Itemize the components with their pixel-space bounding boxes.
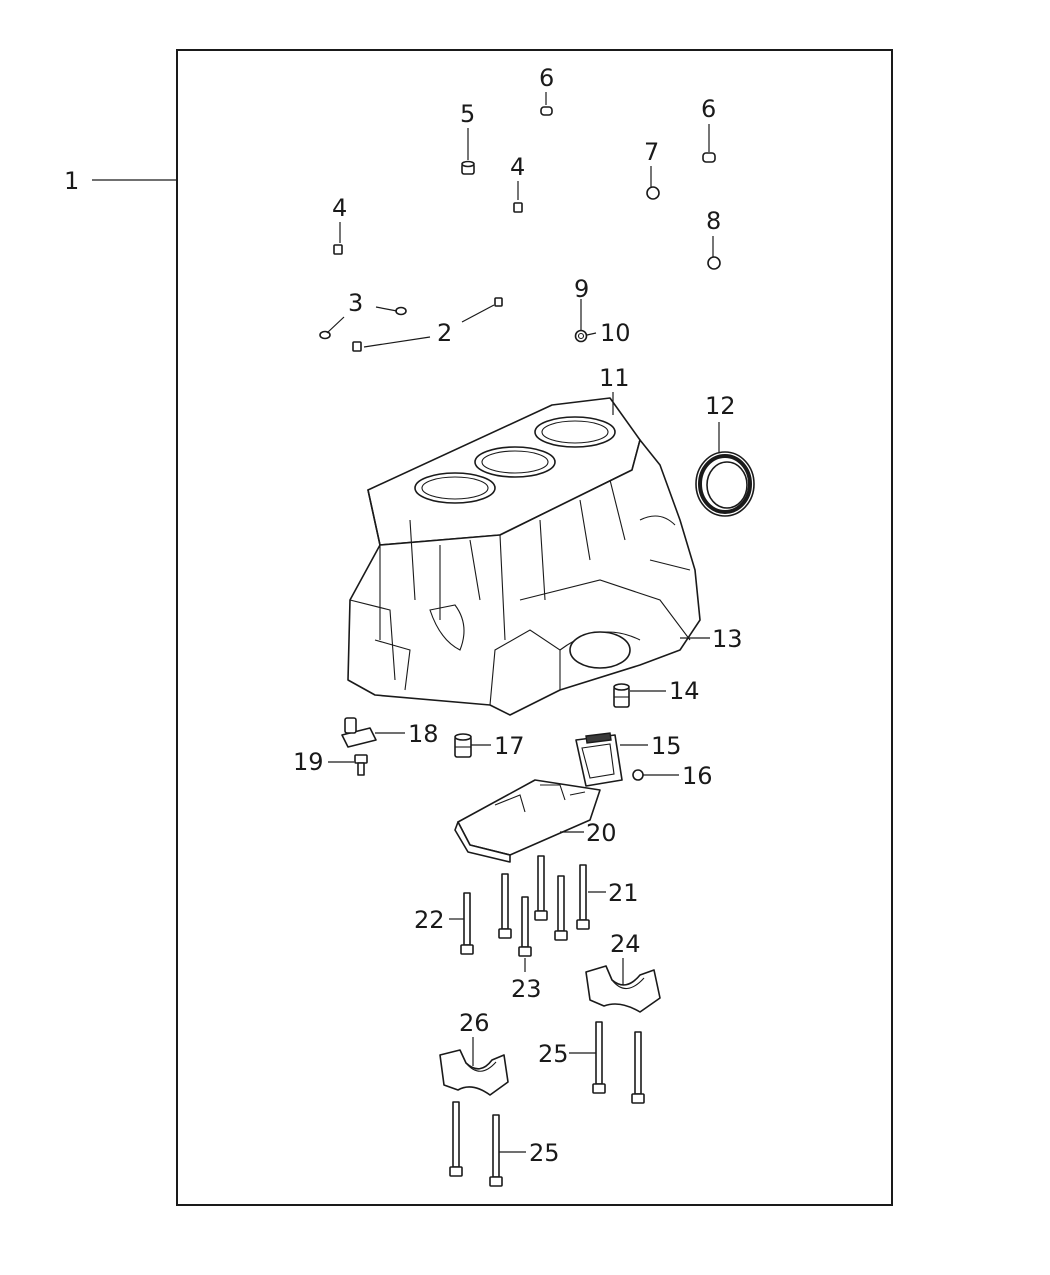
callout-3: 3 xyxy=(348,289,363,317)
callout-6b: 6 xyxy=(701,95,716,123)
bolt-23 xyxy=(518,896,532,957)
bolt-21d xyxy=(576,864,590,930)
bolt-25d xyxy=(489,1114,503,1187)
dowel-2a xyxy=(494,297,503,307)
callout-25a: 25 xyxy=(538,1040,569,1068)
callout-23: 23 xyxy=(511,975,542,1003)
callout-7: 7 xyxy=(644,138,659,166)
plug-7 xyxy=(646,186,660,200)
bolt-19 xyxy=(354,754,368,776)
cover-plate-15 xyxy=(575,732,623,787)
callout-26: 26 xyxy=(459,1009,490,1037)
rear-main-seal xyxy=(695,451,755,517)
callout-4b: 4 xyxy=(510,153,525,181)
callout-22: 22 xyxy=(414,906,445,934)
bolt-22 xyxy=(460,892,474,955)
bolt-25a xyxy=(592,1021,606,1094)
plug-5 xyxy=(461,160,475,175)
plug-9 xyxy=(574,329,588,343)
callout-5: 5 xyxy=(460,100,475,128)
dowel-3a xyxy=(395,306,407,316)
callout-15: 15 xyxy=(651,732,682,760)
nut-16 xyxy=(632,769,644,781)
plug-8 xyxy=(707,256,721,270)
bolt-25c xyxy=(449,1101,463,1177)
callout-10: 10 xyxy=(600,319,631,347)
plug-6-right xyxy=(702,152,716,163)
bolt-21c xyxy=(554,875,568,941)
dowel-2b xyxy=(352,341,362,352)
engine-block xyxy=(347,397,701,716)
dowel-3b xyxy=(319,330,331,340)
dowel-4-center xyxy=(513,202,523,213)
callout-6a: 6 xyxy=(539,64,554,92)
callout-11: 11 xyxy=(599,364,630,392)
leader-lines xyxy=(92,92,720,1153)
callout-20: 20 xyxy=(586,819,617,847)
callout-13: 13 xyxy=(712,625,743,653)
callout-18: 18 xyxy=(408,720,439,748)
callout-12: 12 xyxy=(705,392,736,420)
callout-19: 19 xyxy=(293,748,324,776)
callout-4a: 4 xyxy=(332,194,347,222)
callout-24: 24 xyxy=(610,930,641,958)
bearing-cap-26 xyxy=(439,1049,509,1096)
bolt-25b xyxy=(631,1031,645,1104)
bedplate-20 xyxy=(454,779,601,863)
callout-9: 9 xyxy=(574,275,589,303)
bolt-21b xyxy=(534,855,548,921)
bearing-cap-24 xyxy=(585,965,661,1013)
callout-14: 14 xyxy=(669,677,700,705)
callout-25b: 25 xyxy=(529,1139,560,1167)
callout-16: 16 xyxy=(682,762,713,790)
bracket-18 xyxy=(341,717,377,748)
assembly-frame xyxy=(176,49,893,1206)
callout-labels: 1 5 6 6 4 7 4 8 3 9 2 10 11 12 13 14 18 … xyxy=(64,64,743,1167)
dowel-4-left xyxy=(333,244,343,255)
callout-2: 2 xyxy=(437,319,452,347)
callout-8: 8 xyxy=(706,207,721,235)
callout-1: 1 xyxy=(64,167,79,195)
callout-17: 17 xyxy=(494,732,525,760)
sleeve-17 xyxy=(454,733,472,758)
plug-6-left xyxy=(540,106,553,116)
sleeve-14 xyxy=(613,683,630,708)
bolt-21a xyxy=(498,873,512,939)
callout-21: 21 xyxy=(608,879,639,907)
